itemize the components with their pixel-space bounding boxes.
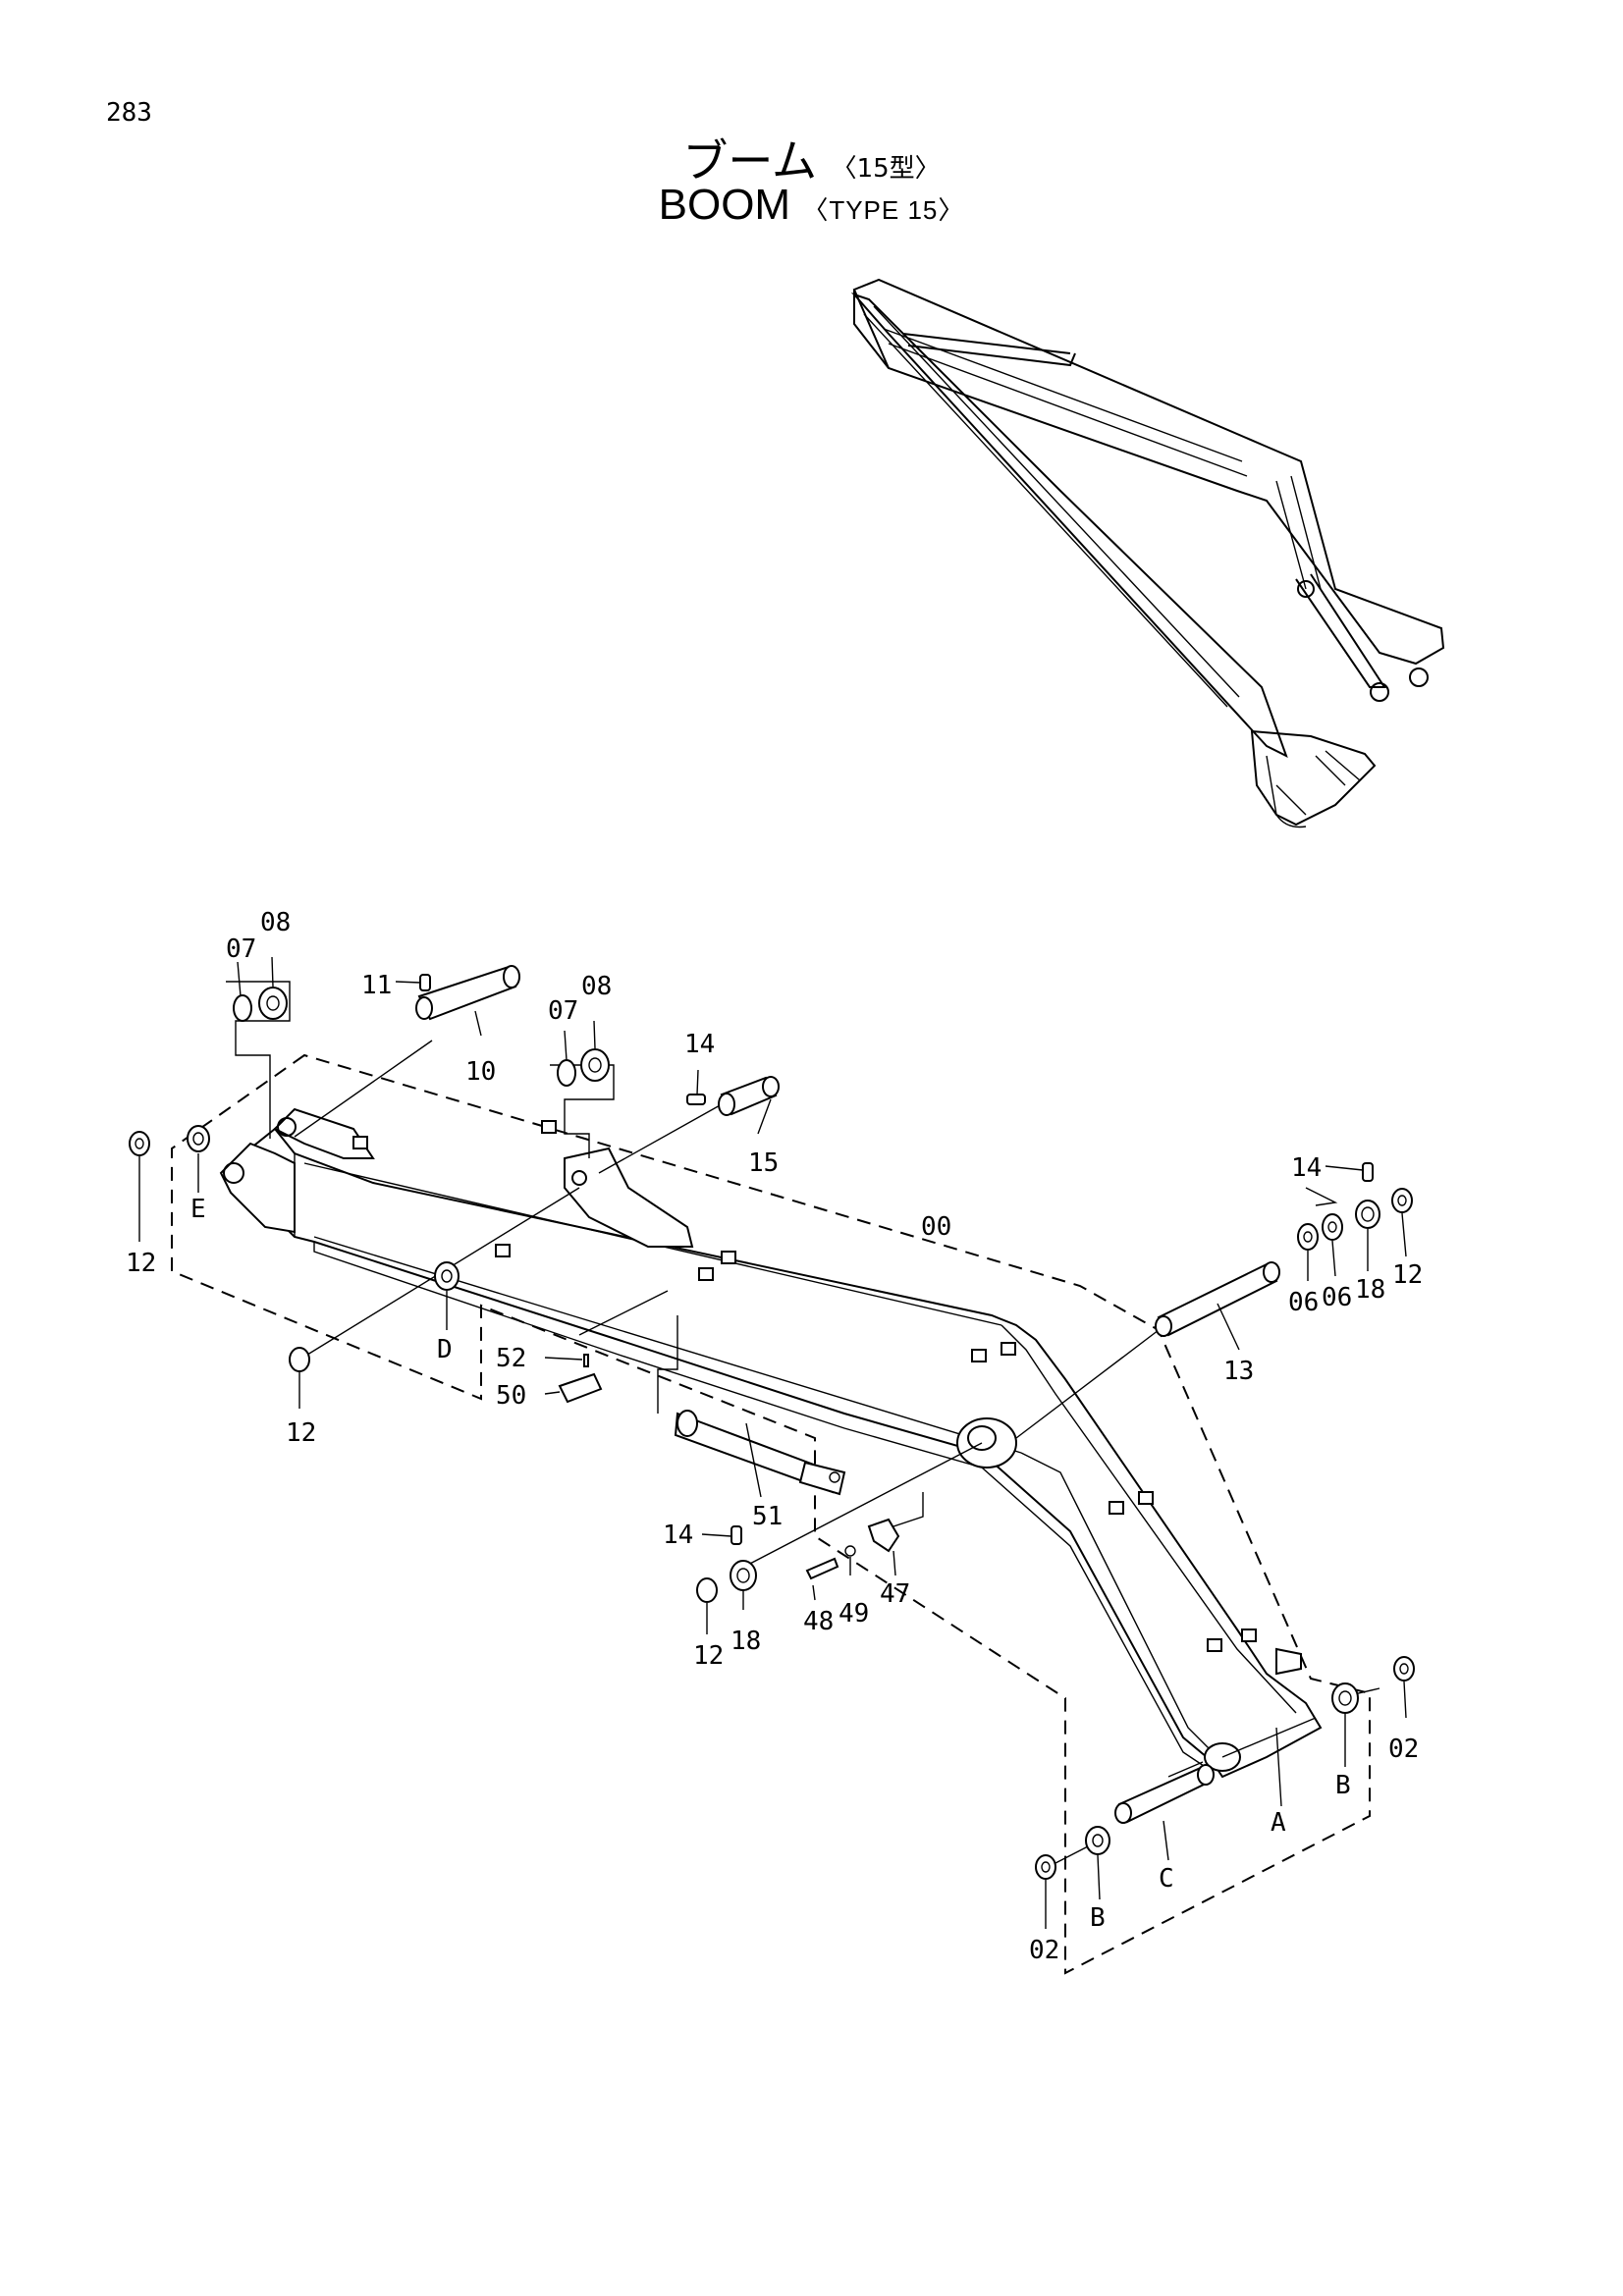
callout-14-top: 14 [684, 1030, 715, 1059]
callout-D: D [437, 1335, 453, 1364]
callout-12-d: 12 [286, 1418, 316, 1448]
callout-02-low: 02 [1029, 1936, 1059, 1965]
parts [129, 965, 1415, 1880]
callout-18-right: 18 [1355, 1275, 1385, 1305]
assembly-outline [171, 1053, 1371, 1975]
callout-E: E [190, 1195, 206, 1224]
callout-A: A [1271, 1808, 1286, 1838]
title-english: BOOM 〈TYPE 15〉 [0, 181, 1623, 230]
callout-B-low: B [1090, 1903, 1106, 1933]
callout-11: 11 [361, 971, 392, 1000]
callout-50: 50 [496, 1381, 526, 1411]
callout-47: 47 [880, 1579, 910, 1609]
callout-12-low: 12 [693, 1641, 724, 1671]
callout-18-low: 18 [730, 1627, 761, 1656]
title-english-type: 〈TYPE 15〉 [802, 195, 965, 225]
page-number: 283 [106, 98, 152, 128]
callout-B-right: B [1335, 1771, 1351, 1800]
callout-06-a: 06 [1288, 1288, 1319, 1317]
callout-49: 49 [839, 1599, 869, 1629]
title-japanese: ブーム 〈15型〉 [0, 126, 1623, 190]
callout-ticks [138, 956, 1407, 1929]
callout-C: C [1159, 1864, 1174, 1894]
callout-06-b: 06 [1322, 1283, 1352, 1312]
excavator-front-overview [850, 278, 1445, 828]
title-japanese-type: 〈15型〉 [831, 154, 941, 184]
callout-07-left: 07 [226, 934, 256, 964]
boom-body [219, 1107, 1323, 1779]
callout-12-left: 12 [126, 1249, 156, 1278]
callout-14-right: 14 [1291, 1153, 1322, 1183]
callout-00: 00 [921, 1212, 951, 1242]
callout-02-right: 02 [1388, 1735, 1419, 1764]
title-japanese-text: ブーム [682, 134, 817, 187]
callout-15: 15 [748, 1148, 779, 1178]
callout-51: 51 [752, 1502, 783, 1531]
callout-08-left: 08 [260, 908, 291, 937]
callout-52: 52 [496, 1344, 526, 1373]
callout-14-low: 14 [663, 1521, 693, 1550]
callout-13: 13 [1223, 1357, 1254, 1386]
leader-lines [226, 981, 1380, 1864]
callout-08-center: 08 [581, 972, 612, 1001]
callout-48: 48 [803, 1607, 834, 1636]
title-english-text: BOOM [658, 181, 791, 229]
callout-12-right: 12 [1392, 1260, 1423, 1290]
callout-labels: 07 08 11 10 07 08 14 15 00 14 12 E 12 D … [126, 908, 1423, 1965]
callout-07-center: 07 [548, 996, 578, 1026]
callout-10: 10 [465, 1057, 496, 1087]
